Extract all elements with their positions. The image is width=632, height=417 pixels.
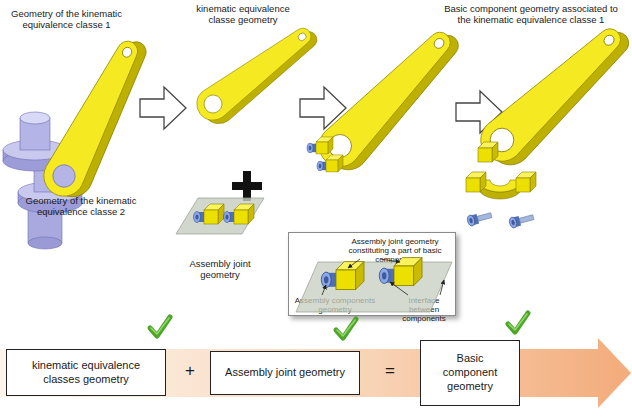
basic-component-upper	[472, 14, 632, 176]
clamp-joint	[317, 155, 343, 172]
flow-band	[0, 338, 631, 408]
caption-text: Basic component geometry associated to t…	[438, 3, 624, 26]
basic-component-lower	[466, 172, 536, 199]
clamp-joint	[307, 137, 333, 154]
box-text: kinematic equivalence classes geometry	[25, 359, 147, 387]
caption-text: Geometry of the kinematic equivalence cl…	[4, 8, 129, 31]
inset-panel: Assembly joint geometry constituting a p…	[288, 232, 456, 316]
callout-text: Assembly joint geometry constituting a p…	[335, 237, 455, 265]
interface-plane	[296, 262, 452, 312]
assembly-joint	[176, 198, 264, 234]
screw	[508, 212, 535, 229]
operator-symbol: +	[178, 361, 202, 381]
clamp-block	[478, 142, 498, 162]
step-arrow	[140, 87, 186, 129]
arm-with-clamp	[311, 18, 470, 181]
caption-text: kinematic equivalence classe geometry	[193, 3, 293, 26]
caption-text: Assembly joint geometry	[180, 258, 260, 281]
joint-block	[321, 262, 364, 290]
check-mark	[508, 313, 528, 332]
caption-text: Geometry of the kinematic equivalence cl…	[20, 195, 142, 218]
check-mark	[150, 317, 170, 336]
arm-class-1	[37, 30, 159, 207]
callout-text: Interface between components	[393, 296, 455, 324]
equation-box: Assembly joint geometry	[210, 351, 360, 395]
callout-text: Assembly components geometry	[293, 296, 377, 314]
equation-box: kinematic equivalence classes geometry	[6, 349, 166, 396]
operator-symbol: =	[376, 361, 404, 381]
screw	[466, 210, 493, 227]
plus-symbol	[232, 171, 262, 201]
joint-block	[379, 258, 422, 286]
equation-box: Basic component geometry	[420, 340, 520, 406]
check-mark	[336, 319, 356, 338]
box-text: Assembly joint geometry	[225, 366, 345, 380]
box-text: Basic component geometry	[439, 352, 501, 393]
leader-lines	[322, 259, 444, 295]
